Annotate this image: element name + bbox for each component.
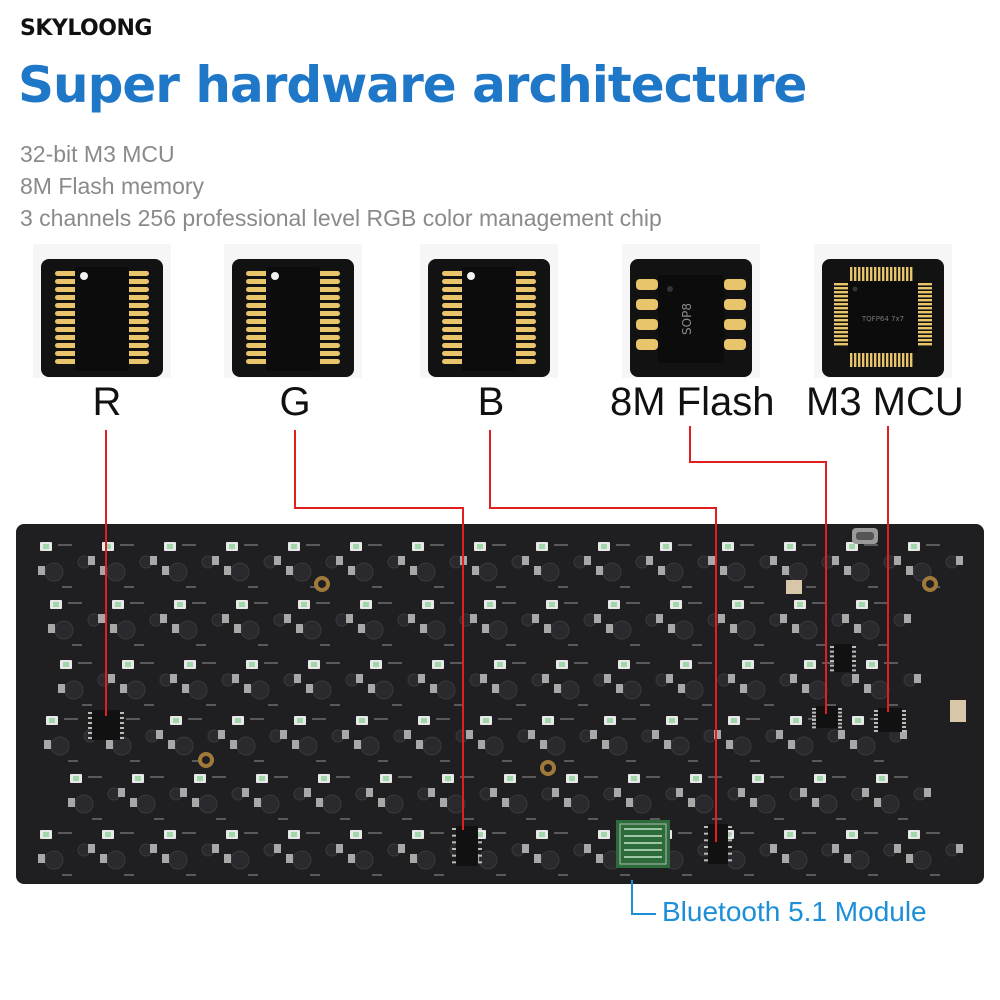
chip-label-r: R	[92, 380, 122, 424]
feature-rgb: 3 channels 256 professional level RGB co…	[20, 205, 662, 231]
chip-card-flash: SOP8	[622, 244, 760, 378]
keyboard-pcb	[16, 524, 984, 884]
flash-chip-icon: SOP8	[630, 259, 752, 377]
chip-label-b: B	[477, 380, 505, 424]
chip-label-flash: 8M Flash	[610, 380, 775, 424]
brand-logo: SKYLOONG	[20, 16, 152, 41]
bluetooth-module-label: Bluetooth 5.1 Module	[662, 896, 927, 927]
feature-list: 32-bit M3 MCU 8M Flash memory 3 channels…	[20, 138, 662, 234]
chip-card-r	[33, 244, 171, 378]
mcu-chip-icon: TQFP64 7x7	[822, 259, 944, 377]
callout-line-bluetooth	[631, 880, 656, 915]
rgb-driver-chip-icon	[428, 259, 550, 377]
chip-card-g	[224, 244, 362, 378]
pcb-illustration	[38, 528, 966, 876]
chip-label-g: G	[279, 380, 311, 424]
rgb-driver-chip-icon	[41, 259, 163, 377]
chip-label-mcu: M3 MCU	[806, 380, 964, 424]
mcu-package-text: TQFP64 7x7	[861, 315, 904, 323]
chip-card-b	[420, 244, 558, 378]
flash-package-text: SOP8	[680, 303, 694, 335]
page-title: Super hardware architecture	[18, 56, 807, 114]
chip-card-mcu: TQFP64 7x7	[814, 244, 952, 378]
feature-flash: 8M Flash memory	[20, 173, 205, 199]
feature-mcu: 32-bit M3 MCU	[20, 141, 175, 167]
rgb-driver-chip-icon	[232, 259, 354, 377]
